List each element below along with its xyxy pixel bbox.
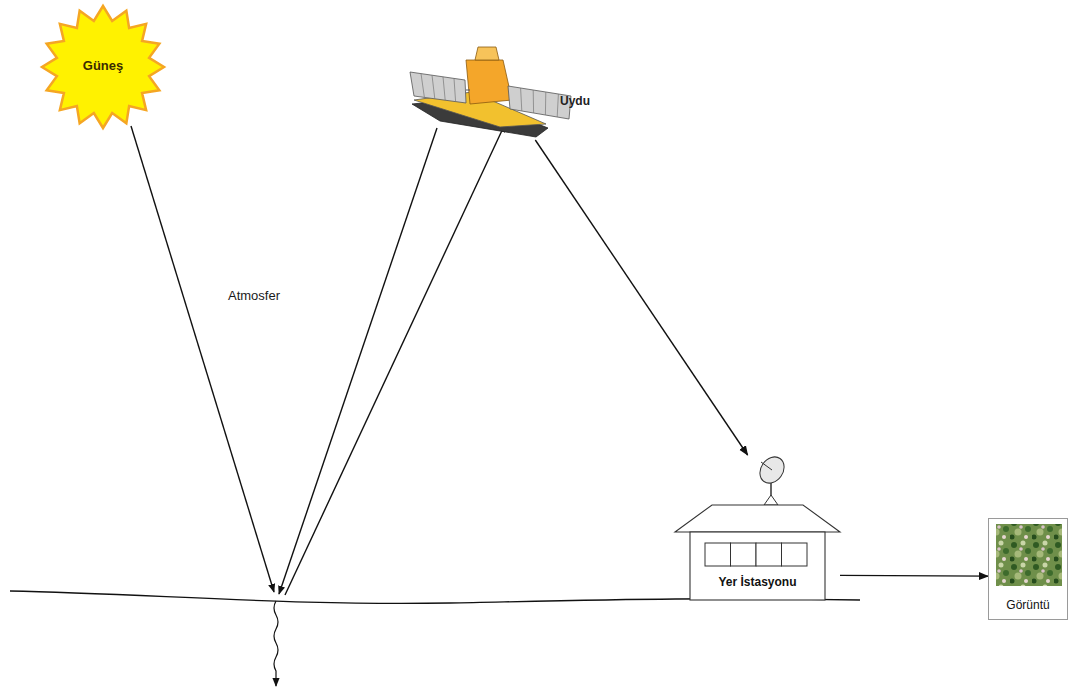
absorbed-ray xyxy=(274,601,278,686)
ground-station-node: Yer İstasyonu xyxy=(675,455,840,600)
satellite-top xyxy=(475,47,499,60)
solar-panel xyxy=(410,72,466,103)
node-label: Görüntü xyxy=(988,598,1068,612)
window xyxy=(782,543,808,566)
panel-cell xyxy=(432,75,435,99)
reflected-ray xyxy=(285,124,505,595)
panel-cell xyxy=(421,74,424,98)
panel-cell xyxy=(545,92,546,115)
region-label: Atmosfer xyxy=(228,288,280,303)
image-thumbnail xyxy=(996,524,1062,586)
roof xyxy=(675,505,840,532)
node-label: Güneş xyxy=(41,58,165,73)
panel-cell xyxy=(521,88,522,111)
image-node: Görüntü xyxy=(988,518,1068,620)
image-frame xyxy=(989,519,1068,620)
reflected-ray xyxy=(279,128,437,594)
dish xyxy=(755,452,789,488)
node-artwork xyxy=(408,40,598,140)
panel-cell xyxy=(533,90,534,113)
satellite-body xyxy=(466,60,512,104)
panel-cell xyxy=(443,77,445,100)
window xyxy=(705,543,731,566)
building-wall xyxy=(690,532,825,600)
sun-shape xyxy=(42,6,164,128)
node-label: Yer İstasyonu xyxy=(690,575,825,589)
incoming-ray xyxy=(131,126,274,592)
signal-arrow xyxy=(535,140,747,455)
antenna-base xyxy=(764,495,778,505)
panel-cell xyxy=(557,94,558,117)
satellite-node: Uydu xyxy=(408,40,598,140)
panel-arm xyxy=(466,90,470,91)
ground-station-symbol xyxy=(675,452,840,600)
window xyxy=(731,543,757,566)
signal-arrow xyxy=(840,575,988,577)
window xyxy=(756,543,782,566)
satellite-symbol xyxy=(410,47,571,137)
sun-node: Güneş xyxy=(41,5,165,129)
node-label: Uydu xyxy=(560,94,590,108)
dish-feed xyxy=(761,462,772,470)
panel-cell xyxy=(454,78,456,101)
